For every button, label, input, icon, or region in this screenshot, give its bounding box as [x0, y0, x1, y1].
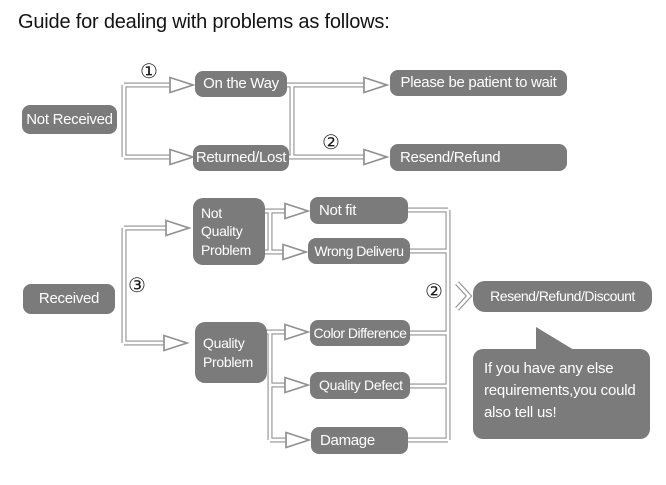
node-damage: Damage — [311, 427, 408, 454]
node-received: Received — [23, 284, 115, 314]
arrowhead-icon — [284, 323, 311, 341]
node-on-the-way: On the Way — [195, 71, 287, 97]
node-not-fit: Not fit — [310, 197, 408, 224]
node-not-quality-problem: Not Quality Problem — [193, 198, 265, 265]
arrowhead-icon — [284, 376, 311, 394]
page-title: Guide for dealing with problems as follo… — [18, 11, 390, 33]
node-not-received: Not Received — [22, 105, 117, 134]
arrowheads — [163, 76, 390, 449]
arrowhead-icon — [169, 76, 196, 94]
arrowhead-icon — [282, 243, 309, 261]
step-badge-2-top: ② — [322, 130, 340, 154]
speech-bubble-tail — [536, 327, 574, 350]
speech-bubble: If you have any else requirements,you co… — [473, 349, 650, 439]
step-badge-3: ③ — [128, 273, 146, 297]
node-quality-defect: Quality Defect — [310, 372, 410, 399]
node-please-be-patient: Please be patient to wait — [390, 70, 567, 96]
arrowhead-icon — [165, 219, 192, 237]
arrowhead-icon — [363, 148, 390, 166]
node-quality-problem: Quality Problem — [195, 322, 267, 383]
step-badge-2-bottom: ② — [425, 279, 443, 303]
arrowhead-icon — [363, 76, 390, 94]
node-resend-refund: Resend/Refund — [390, 144, 567, 171]
arrowhead-icon — [163, 334, 190, 352]
node-wrong-deliveru: Wrong Deliveru — [308, 238, 410, 264]
node-returned-lost: Returned/Lost — [193, 145, 289, 171]
arrowhead-icon — [284, 202, 311, 220]
node-color-difference: Color Difference — [310, 320, 410, 346]
connector-core — [122, 83, 471, 442]
step-badge-1: ① — [140, 59, 158, 83]
arrowhead-icon — [285, 431, 312, 449]
node-resend-refund-discount: Resend/Refund/Discount — [473, 281, 652, 312]
arrowhead-icon — [169, 148, 196, 166]
